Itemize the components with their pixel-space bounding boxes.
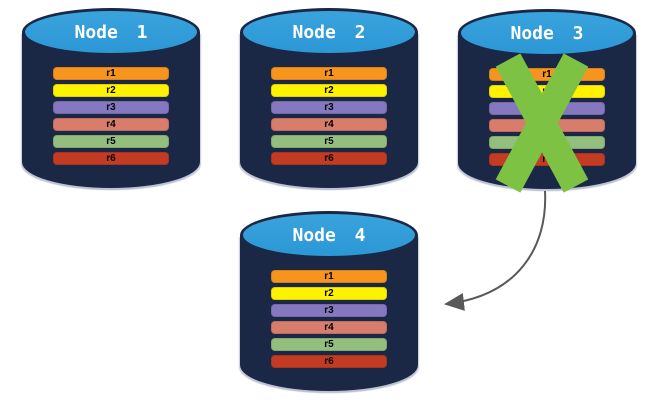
- row-r1: r1: [271, 270, 387, 283]
- row-r4: r4: [271, 321, 387, 334]
- node-4-rows: r1 r2 r3 r4 r5 r6: [271, 270, 387, 372]
- row-r3: r3: [271, 101, 387, 114]
- node-3-title: Node 3: [510, 23, 584, 44]
- row-r6: r6: [53, 152, 169, 165]
- node-1-cylinder-top: [22, 8, 200, 56]
- node-4-title: Node 4: [292, 225, 366, 246]
- row-r4: r4: [271, 118, 387, 131]
- node-2-title: Node 2: [292, 22, 366, 43]
- node-2-cylinder-top: [240, 8, 418, 56]
- node-1-title: Node 1: [74, 22, 148, 43]
- row-r1: r1: [53, 67, 169, 80]
- row-r4: r4: [53, 118, 169, 131]
- row-r3: r3: [271, 304, 387, 317]
- row-r3: r3: [53, 101, 169, 114]
- row-r2: r2: [53, 84, 169, 97]
- row-r5: r5: [271, 135, 387, 148]
- node-1-cylinder: Node 1 r1 r2 r3 r4 r5 r6: [22, 8, 200, 188]
- row-r2: r2: [271, 84, 387, 97]
- node-4-cylinder-top: [240, 211, 418, 259]
- row-r2: r2: [271, 287, 387, 300]
- node-1-rows: r1 r2 r3 r4 r5 r6: [53, 67, 169, 169]
- node-2-cylinder: Node 2 r1 r2 r3 r4 r5 r6: [240, 8, 418, 188]
- failure-x-icon: [495, 53, 589, 193]
- row-r6: r6: [271, 355, 387, 368]
- row-r5: r5: [271, 338, 387, 351]
- row-r6: r6: [271, 152, 387, 165]
- row-r1: r1: [271, 67, 387, 80]
- node-4-cylinder: Node 4 r1 r2 r3 r4 r5 r6: [240, 211, 418, 391]
- node-2-rows: r1 r2 r3 r4 r5 r6: [271, 67, 387, 169]
- node-3-cylinder: Node 3 r1 r2 r3 r4 r5 r6: [458, 9, 636, 193]
- node-3-cylinder-top: [458, 9, 636, 57]
- row-r5: r5: [53, 135, 169, 148]
